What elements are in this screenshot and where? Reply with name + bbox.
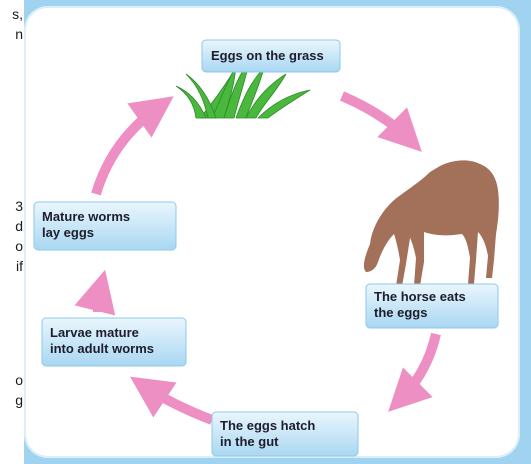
- stage-label: The horse eats: [374, 289, 466, 304]
- stage-box-eggs-hatch: The eggs hatch in the gut: [212, 412, 358, 456]
- stage-box-horse-eats: The horse eats the eggs: [366, 284, 498, 328]
- stage-label: lay eggs: [42, 225, 94, 240]
- stage-box-mature-worms: Mature worms lay eggs: [34, 202, 176, 250]
- horse-icon: [364, 160, 499, 286]
- stage-label: the eggs: [374, 305, 427, 320]
- stage-box-eggs-on-grass: Eggs on the grass: [202, 40, 340, 72]
- stage-label: Eggs on the grass: [211, 48, 324, 63]
- stage-label: Mature worms: [42, 209, 130, 224]
- arrow-gut-to-larvae: [144, 386, 212, 420]
- stage-label: Larvae mature: [50, 325, 139, 340]
- arrow-larvae-to-worms: [98, 286, 101, 312]
- stage-label: into adult worms: [50, 341, 154, 356]
- cycle-arrows: [96, 96, 436, 420]
- arrow-grass-to-horse: [342, 96, 410, 140]
- stage-label: in the gut: [220, 434, 279, 449]
- arrow-horse-to-gut: [400, 334, 436, 400]
- arrow-worms-to-grass: [96, 106, 160, 194]
- stage-box-larvae-mature: Larvae mature into adult worms: [42, 318, 186, 366]
- stage-label: The eggs hatch: [220, 418, 315, 433]
